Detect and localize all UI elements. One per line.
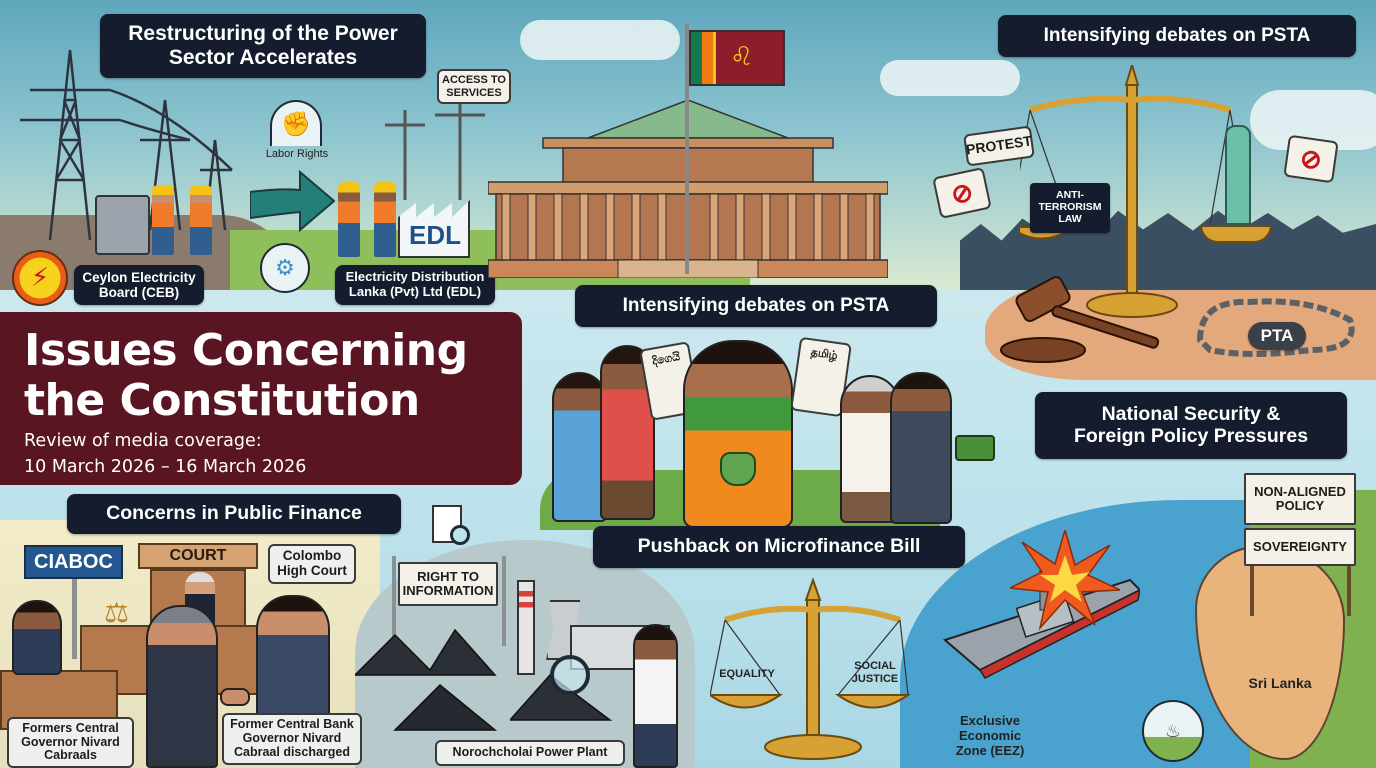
sri-lanka-flag-icon [689,30,785,86]
sign-post [1347,566,1351,616]
protest-crowd-silhouette [960,210,1376,290]
court-sign: COURT [138,543,258,569]
right-caption-box: Former Central Bank Governor Nivard Cabr… [222,713,362,765]
worker-icon [190,185,212,255]
magnifier-lens [450,525,470,545]
cloud [880,60,1020,96]
ceb-label: Ceylon Electricity Board (CEB) [74,265,204,305]
norochcholai-caption: Norochcholai Power Plant [435,740,625,766]
sign-post [502,556,506,646]
no-symbol-sign: ⊘ [1283,134,1339,184]
statue-of-liberty-icon [1225,125,1251,225]
sri-lanka-label: Sri Lanka [1248,675,1312,691]
fist-dumbbell-icon: ✊ [270,100,322,146]
smokestack-icon [517,580,535,675]
access-to-services-sign: ACCESS TO SERVICES [437,69,511,104]
coal-pile-icon [510,673,613,721]
ceb-logo-icon: ⚡ [12,250,68,306]
labor-rights-label: Labor Rights [265,148,329,160]
worker-icon [152,185,174,255]
sign-post [1250,566,1254,616]
money-bag-icon [720,452,756,486]
handshake-icon [220,688,250,706]
psta-heading-center: Intensifying debates on PSTA [575,285,937,327]
edl-logo: EDL [409,220,461,250]
ciaboc-sign: CIABOC [24,545,123,579]
page-title-line2: the Constitution [24,375,420,426]
man-in-suit [890,372,952,524]
non-aligned-policy-sign: NON-ALIGNED POLICY [1244,473,1356,525]
coverage-date-range: 10 March 2026 – 16 March 2026 [24,457,307,477]
chain-icon [1196,298,1355,357]
person-blue-shirt [552,372,607,522]
edl-label: Electricity Distribution Lanka (Pvt) Ltd… [335,265,495,305]
right-to-information-sign: RIGHT TO INFORMATION [398,562,498,606]
coal-pile-icon [355,628,498,731]
colombo-high-court-sign: Colombo High Court [268,544,356,584]
scales-icon: ⚖ [104,596,130,629]
inspector-man [633,624,678,768]
cash-stack-icon [955,435,995,461]
man-grey-hair [146,605,218,768]
cloud [520,20,680,60]
title-banner: Issues Concerning the Constitution Revie… [0,312,522,485]
coverage-subtitle: Review of media coverage: [24,431,262,451]
microfinance-heading: Pushback on Microfinance Bill [593,526,965,568]
psta-heading-top: Intensifying debates on PSTA [998,15,1356,57]
anti-terrorism-law-label: ANTI- TERRORISM LAW [1030,183,1110,233]
worker-icon [338,182,360,257]
worker-icon [374,182,396,257]
left-caption-box: Formers Central Governor Nivard Cabraals [7,717,134,768]
gavel-icon [1000,276,1160,363]
gear-hand-icon: ⚙ [260,243,310,293]
sign-post [392,556,396,646]
national-security-heading: National Security & Foreign Policy Press… [1035,392,1347,459]
pollution-icon: ♨ [1142,700,1204,762]
magnifying-glass-icon [550,655,590,695]
scale-pan-right [1200,225,1272,243]
social-justice-label: SOCIAL JUSTICE [851,660,899,685]
public-finance-heading: Concerns in Public Finance [67,494,401,534]
lion-emblem-icon: ♌ [730,42,754,72]
equality-scales-icon [710,576,910,760]
sovereignty-sign: SOVEREIGNTY [1244,528,1356,566]
power-sector-heading: Restructuring of the Power Sector Accele… [100,14,426,78]
eez-label: Exclusive Economic Zone (EEZ) [955,713,1025,758]
arrow-right-icon [250,170,335,232]
woman-official [12,600,62,675]
page-title-line1: Issues Concerning [24,325,468,376]
pta-chain-tag: PTA [1248,322,1306,350]
utility-pole-icon [385,100,485,200]
transformer-icon [95,195,150,255]
explosion-icon [1010,530,1120,630]
woman-in-saree [683,340,793,528]
ciaboc-sign-post [72,579,77,659]
flagpole [685,24,689,274]
equality-label: EQUALITY [719,668,775,680]
